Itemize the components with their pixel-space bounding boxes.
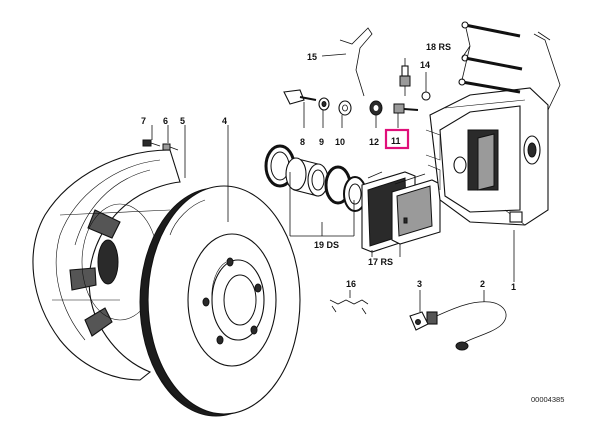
label-part-8[interactable]: 8: [300, 137, 305, 147]
hex-bolt-7[interactable]: [142, 139, 161, 147]
label-part-12[interactable]: 12: [369, 137, 379, 147]
label-part-5[interactable]: 5: [180, 116, 185, 126]
bolt-11[interactable]: [393, 103, 419, 114]
label-part-1[interactable]: 1: [511, 282, 516, 292]
label-part-19[interactable]: 19 DS: [314, 240, 339, 250]
brake-caliper[interactable]: [425, 87, 549, 226]
label-part-16[interactable]: 16: [346, 279, 356, 289]
label-part-11[interactable]: 11: [391, 136, 401, 146]
seal-ring-12[interactable]: [369, 100, 383, 116]
label-part-14[interactable]: 14: [420, 60, 430, 70]
dust-cap-14[interactable]: [421, 91, 431, 101]
washer-9[interactable]: [318, 97, 330, 111]
countersunk-screw-6[interactable]: [162, 143, 179, 151]
label-part-6[interactable]: 6: [163, 116, 168, 126]
guide-pin-set[interactable]: [458, 21, 561, 111]
retaining-spring-15[interactable]: [339, 27, 373, 97]
leader-lines: [151, 27, 515, 312]
label-part-15[interactable]: 15: [307, 52, 317, 62]
spring-clip-16[interactable]: [329, 299, 369, 315]
sensor-clip-3[interactable]: [409, 311, 429, 331]
label-part-4[interactable]: 4: [222, 116, 227, 126]
hex-bolt-8[interactable]: [283, 89, 317, 105]
label-part-2[interactable]: 2: [480, 279, 485, 289]
brake-disc[interactable]: [139, 185, 301, 417]
label-part-17[interactable]: 17 RS: [368, 257, 393, 267]
piston-seal-kit[interactable]: [264, 144, 367, 212]
label-part-18[interactable]: 18 RS: [426, 42, 451, 52]
bleed-valve[interactable]: [399, 65, 411, 96]
washer-10[interactable]: [338, 100, 352, 116]
brake-pad-set[interactable]: [361, 171, 441, 253]
label-part-7[interactable]: 7: [141, 116, 146, 126]
label-part-10[interactable]: 10: [335, 137, 345, 147]
label-part-3[interactable]: 3: [417, 279, 422, 289]
part-11-highlight: [384, 128, 410, 150]
diagram-reference-number: 00004385: [531, 395, 564, 404]
part-labels: 4 5 6 7 8 9 10 12 11 14 15 18 RS 19 DS 1…: [141, 42, 516, 292]
wear-sensor[interactable]: [426, 301, 507, 351]
label-part-9[interactable]: 9: [319, 137, 324, 147]
